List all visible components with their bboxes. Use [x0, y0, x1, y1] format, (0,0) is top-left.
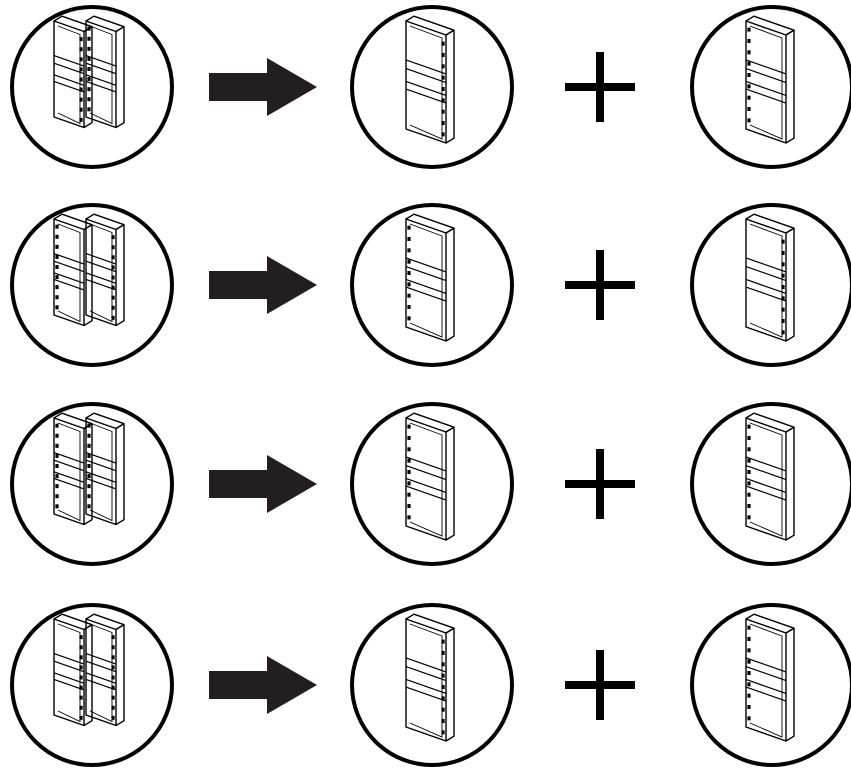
right-arrow-icon — [209, 656, 317, 714]
cabinet-pair-circle — [10, 402, 174, 566]
single-cabinet-circle-right — [690, 5, 851, 169]
tall-cabinet-icon — [405, 613, 455, 742]
plus-icon — [565, 250, 635, 320]
single-cabinet-circle-right — [690, 603, 851, 767]
cabinet-pair-icon — [53, 412, 125, 526]
right-arrow-icon — [209, 256, 317, 314]
cabinet-pair-icon — [53, 15, 125, 129]
cabinet-pair-icon — [53, 213, 125, 327]
single-cabinet-circle-left — [350, 5, 514, 169]
right-arrow-icon — [209, 58, 317, 116]
single-cabinet-circle-left — [350, 402, 514, 566]
single-cabinet-circle-left — [350, 603, 514, 767]
tall-cabinet-icon — [405, 213, 455, 342]
cabinet-pair-icon — [53, 613, 125, 727]
tall-cabinet-icon — [745, 613, 795, 742]
single-cabinet-circle-left — [350, 203, 514, 367]
tall-cabinet-icon — [745, 213, 795, 342]
cabinet-pair-circle — [10, 203, 174, 367]
cabinet-pair-circle — [10, 5, 174, 169]
plus-icon — [565, 650, 635, 720]
single-cabinet-circle-right — [690, 203, 851, 367]
tall-cabinet-icon — [745, 412, 795, 541]
right-arrow-icon — [209, 455, 317, 513]
tall-cabinet-icon — [405, 412, 455, 541]
plus-icon — [565, 449, 635, 519]
tall-cabinet-icon — [745, 15, 795, 144]
tall-cabinet-icon — [405, 15, 455, 144]
single-cabinet-circle-right — [690, 402, 851, 566]
cabinet-pair-circle — [10, 603, 174, 767]
plus-icon — [565, 52, 635, 122]
